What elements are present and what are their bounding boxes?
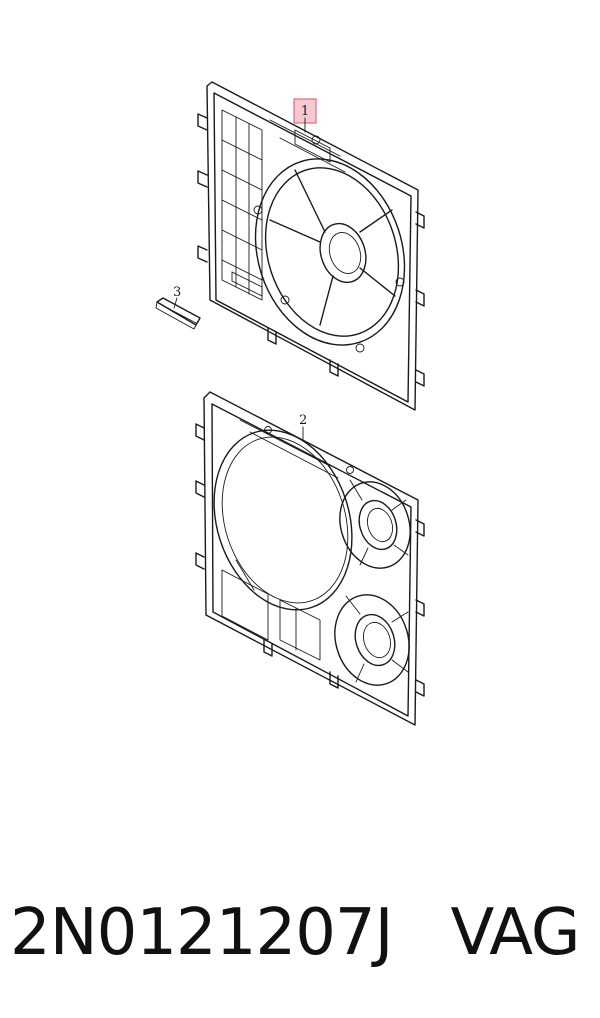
callout-3: 3 (173, 285, 181, 309)
seal-strip-part-3 (155, 297, 201, 330)
callout-1: 1 (293, 98, 317, 133)
svg-text:3: 3 (173, 285, 181, 300)
part-number: 2N0121207J (10, 896, 393, 970)
part-number-caption: 2N0121207J VAG (10, 893, 600, 973)
fan-shroud-part-1 (197, 81, 425, 411)
callout-2: 2 (299, 413, 307, 441)
callout-1-label: 1 (301, 104, 309, 119)
brand-name: VAG (450, 896, 581, 970)
svg-text:2: 2 (299, 413, 307, 428)
fan-shroud-part-2 (195, 391, 425, 726)
